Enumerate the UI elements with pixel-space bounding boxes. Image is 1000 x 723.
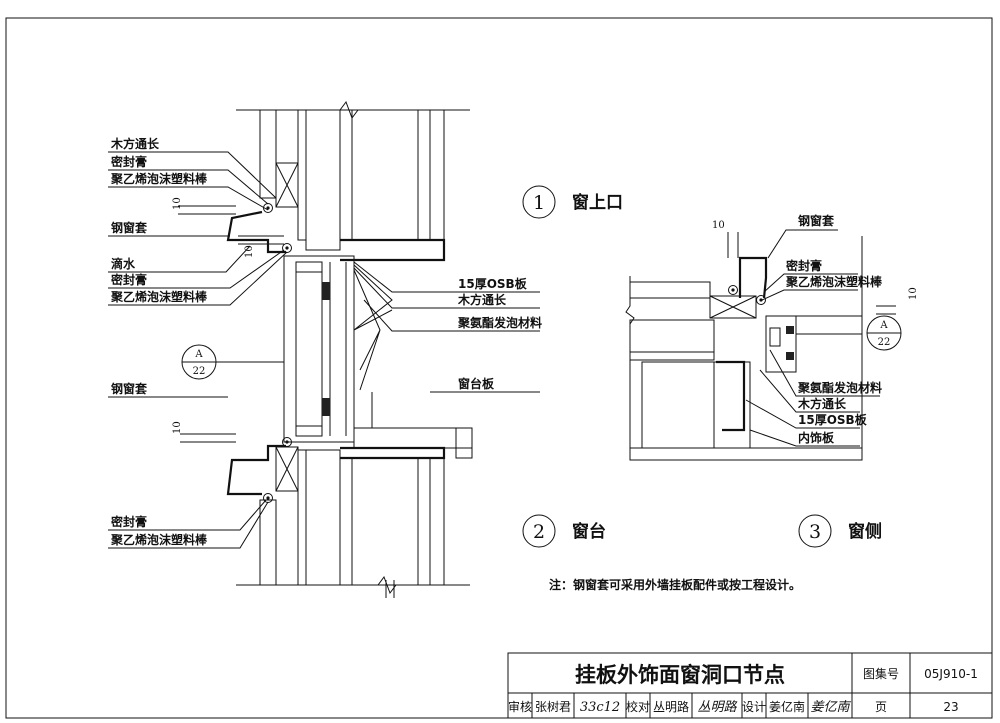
detail-1-label: 窗上口 — [572, 192, 623, 213]
sheet-border — [5, 17, 993, 719]
dim-left-top: 10 — [172, 197, 183, 210]
jamb-section-drawing — [625, 232, 896, 461]
bubble-top: A — [194, 349, 203, 360]
core-upper — [305, 109, 341, 251]
middle-leaders — [353, 261, 540, 428]
review-signature: 33c12 — [580, 700, 620, 715]
detail-2-number: 2 — [533, 521, 545, 543]
review-name: 张树君 — [535, 699, 571, 714]
title-block — [507, 652, 993, 719]
detail-1-title: 1 窗上口 — [522, 185, 623, 219]
window-sill-board — [353, 427, 473, 449]
detail-2-title: 2 窗台 — [522, 514, 606, 548]
detail-3-label: 窗侧 — [848, 521, 882, 542]
atlas-label: 图集号 — [863, 666, 899, 681]
dim-left-mid: 10 — [244, 245, 255, 258]
design-signature: 姜亿南 — [810, 700, 851, 715]
label-pe-rod-bottom: 聚乙烯泡沫塑料棒 — [110, 532, 208, 547]
dim-right-top: 10 — [712, 220, 725, 231]
check-name: 丛明路 — [653, 699, 689, 714]
design-label: 设计 — [742, 700, 766, 714]
review-label: 审核 — [508, 699, 532, 714]
label-sealant-mid: 密封膏 — [111, 272, 147, 287]
label-sealant-top: 密封膏 — [111, 154, 147, 169]
bubble-bottom: 22 — [193, 366, 206, 377]
core-lower — [305, 449, 341, 586]
insulation-upper — [351, 109, 419, 241]
page-label: 页 — [875, 700, 887, 714]
label-osb-middle: 15厚OSB板 — [458, 276, 528, 291]
dim-right-side: 10 — [908, 287, 919, 300]
label-sealant-right: 密封膏 — [786, 258, 822, 273]
label-steel-casing-right: 钢窗套 — [798, 213, 835, 228]
label-sealant-bottom: 密封膏 — [111, 514, 147, 529]
detail-3-title: 3 窗侧 — [798, 514, 882, 548]
atlas-number: 05J910-1 — [924, 667, 978, 681]
label-pu-foam-right: 聚氨酯发泡材料 — [797, 380, 882, 395]
page-number: 23 — [943, 700, 958, 714]
detail-3-number: 3 — [809, 521, 821, 543]
check-signature: 丛明路 — [697, 700, 737, 715]
right-leaders — [745, 229, 880, 447]
insulation-lower — [351, 457, 419, 586]
label-wood-beam-top: 木方通长 — [110, 136, 160, 151]
label-pe-rod-right: 聚乙烯泡沫塑料棒 — [785, 274, 883, 289]
sheet-title: 挂板外饰面窗洞口节点 — [575, 663, 785, 687]
check-label: 校对 — [626, 699, 650, 714]
window-frame — [283, 255, 355, 443]
bubble-right-top: A — [879, 320, 888, 331]
outer-panel-upper — [259, 109, 277, 199]
bubble-right-bottom: 22 — [878, 337, 891, 348]
left-section-drawing — [178, 100, 473, 598]
reference-bubble-right: A 22 — [866, 315, 902, 351]
label-interior-panel: 内饰板 — [798, 430, 835, 445]
label-sill-board: 窗台板 — [458, 376, 495, 391]
label-pe-rod-mid: 聚乙烯泡沫塑料棒 — [110, 289, 208, 304]
label-wood-beam-middle: 木方通长 — [457, 292, 507, 307]
steel-casing-top — [226, 210, 286, 254]
label-pu-foam-middle: 聚氨酯发泡材料 — [457, 315, 542, 330]
label-osb-right: 15厚OSB板 — [798, 412, 868, 427]
detail-2-label: 窗台 — [572, 521, 606, 542]
note-text: 注：钢窗套可采用外墙挂板配件或按工程设计。 — [549, 577, 801, 592]
reference-bubble-left: A 22 — [181, 344, 284, 380]
design-name: 姜亿南 — [769, 699, 805, 714]
label-drip: 滴水 — [111, 256, 136, 271]
label-wood-beam-right: 木方通长 — [797, 396, 847, 411]
left-leaders — [108, 151, 288, 549]
outer-panel-lower — [259, 499, 277, 586]
steel-casing-bottom — [226, 444, 286, 496]
dim-left-bottom: 10 — [172, 421, 183, 434]
label-pe-rod-top: 聚乙烯泡沫塑料棒 — [110, 171, 208, 186]
label-steel-casing-bottom: 钢窗套 — [111, 381, 148, 396]
label-steel-casing-top: 钢窗套 — [111, 220, 148, 235]
detail-1-number: 1 — [533, 192, 545, 214]
